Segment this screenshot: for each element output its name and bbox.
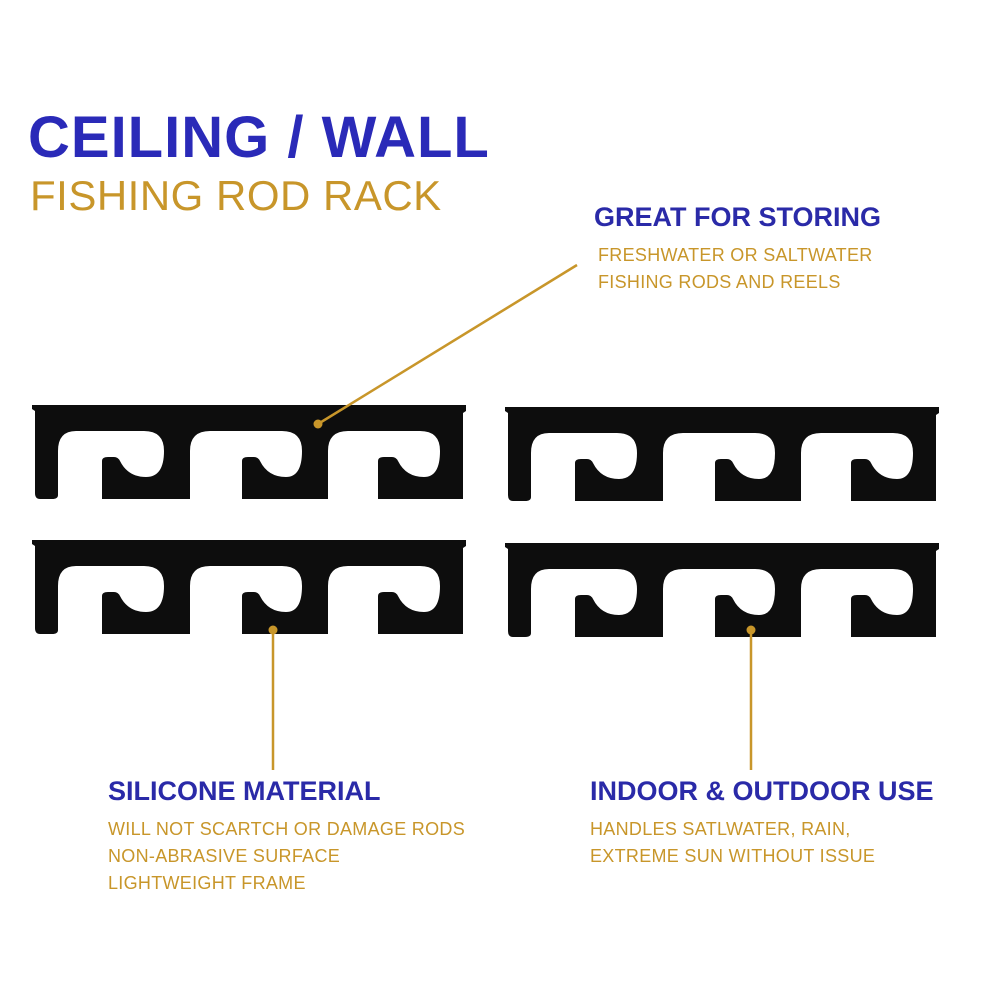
silicone-description: WILL NOT SCARTCH OR DAMAGE RODS NON-ABRA… — [108, 816, 465, 897]
indoor-heading: INDOOR & OUTDOOR USE — [590, 776, 934, 806]
page-subtitle: FISHING ROD RACK — [30, 172, 442, 219]
rack-bottom-right — [505, 543, 939, 637]
silicone-line-1: WILL NOT SCARTCH OR DAMAGE RODS — [108, 819, 466, 839]
indoor-line-1: HANDLES SATLWATER, RAIN, — [590, 819, 851, 839]
rack-top-right — [505, 407, 939, 501]
silicone-line-3: LIGHTWEIGHT FRAME — [108, 873, 306, 893]
page-title: CEILING / WALL — [28, 105, 490, 170]
storing-leader-dot — [313, 419, 323, 429]
storing-heading: GREAT FOR STORING — [594, 202, 882, 232]
silicone-heading: SILICONE MATERIAL — [108, 776, 381, 806]
silicone-line-2: NON-ABRASIVE SURFACE — [108, 846, 341, 866]
indoor-leader-dot — [746, 625, 756, 635]
indoor-description: HANDLES SATLWATER, RAIN, EXTREME SUN WIT… — [590, 816, 875, 870]
storing-line-1: FRESHWATER OR SALTWATER — [598, 245, 873, 265]
storing-description: FRESHWATER OR SALTWATER FISHING RODS AND… — [598, 242, 873, 296]
storing-leader-line — [317, 263, 578, 426]
rack-top-left — [32, 405, 466, 499]
silicone-leader-dot — [268, 625, 278, 635]
indoor-line-2: EXTREME SUN WITHOUT ISSUE — [590, 846, 876, 866]
storing-line-2: FISHING RODS AND REELS — [598, 272, 841, 292]
rack-bottom-left — [32, 540, 466, 634]
